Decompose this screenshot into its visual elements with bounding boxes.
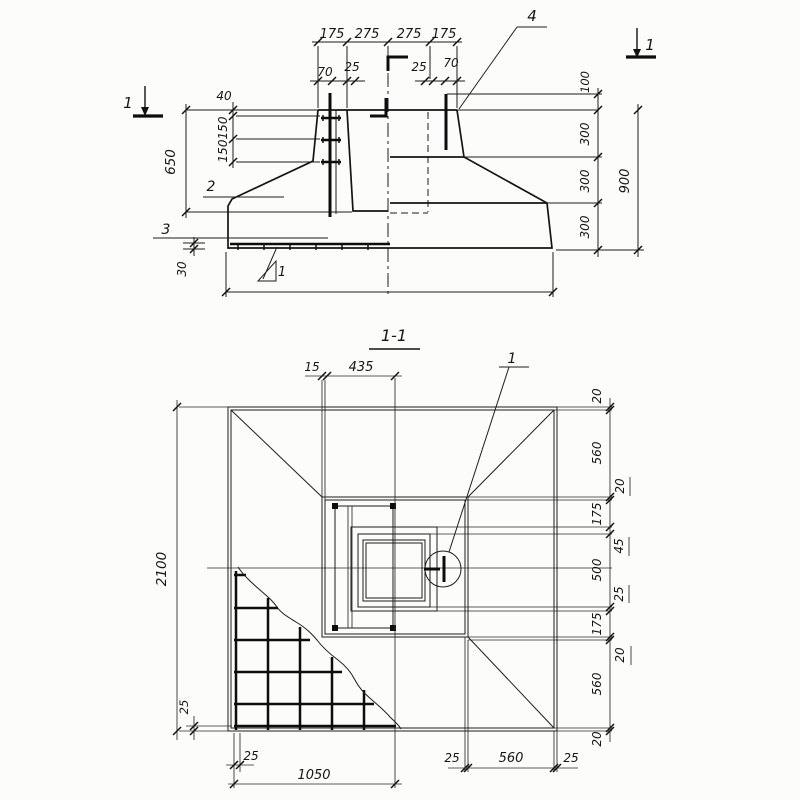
dim-1050: 1050 bbox=[297, 768, 330, 783]
foundation-outline bbox=[227, 109, 553, 249]
dim-275-left: 275 bbox=[355, 27, 380, 42]
plan-view: 1-1 bbox=[154, 326, 632, 789]
dim-25-right: 25 bbox=[411, 60, 426, 74]
bent-bar-mid bbox=[370, 98, 388, 118]
dim-25-b2: 25 bbox=[444, 751, 459, 765]
dim-150-b: 150 bbox=[216, 139, 230, 162]
dim-175-r2: 175 bbox=[590, 613, 604, 636]
rebar-items bbox=[230, 55, 448, 250]
dim-25-b3: 25 bbox=[563, 751, 578, 765]
dim-20-r3: 20 bbox=[613, 647, 627, 663]
bottom-mesh-grid bbox=[234, 571, 396, 730]
dim-900: 900 bbox=[618, 169, 633, 194]
dim-70-right: 70 bbox=[443, 56, 459, 70]
dim-25-r: 25 bbox=[612, 586, 626, 601]
dim-2100: 2100 bbox=[154, 552, 170, 586]
item4-label: 4 bbox=[527, 7, 537, 25]
section-mark-left-number: 1 bbox=[123, 94, 133, 112]
hidden-pocket-lines bbox=[390, 112, 429, 214]
dim-275-right: 275 bbox=[397, 27, 422, 42]
dim-650: 650 bbox=[163, 149, 179, 175]
dim-500-r: 500 bbox=[590, 558, 604, 581]
section-mark-right bbox=[626, 28, 656, 59]
upper-mesh-frame bbox=[332, 503, 396, 631]
plan-centerlines bbox=[207, 378, 612, 788]
plan-dim-ticks bbox=[172, 371, 615, 789]
section-mark-right-number: 1 bbox=[645, 36, 655, 54]
dim-40: 40 bbox=[216, 89, 232, 103]
bar-section-mark bbox=[390, 503, 396, 509]
dim-300-a: 300 bbox=[578, 122, 592, 145]
dim-20-r1: 20 bbox=[590, 388, 604, 404]
bar-section-mark bbox=[332, 503, 338, 509]
bent-bar-top bbox=[386, 55, 408, 71]
dim-100: 100 bbox=[578, 71, 592, 93]
dim-560-r1: 560 bbox=[590, 441, 604, 464]
dim-300-b: 300 bbox=[578, 169, 592, 192]
dim-25-left: 25 bbox=[344, 60, 359, 74]
plan-item1-label: 1 bbox=[508, 351, 517, 367]
dim-45-r: 45 bbox=[612, 538, 626, 553]
dim-300-c: 300 bbox=[578, 215, 592, 238]
small-dim-underlines bbox=[628, 477, 632, 665]
plan-title: 1-1 bbox=[381, 326, 407, 345]
bar-section-mark bbox=[390, 625, 396, 631]
detail-circle: 1 bbox=[424, 351, 529, 588]
elevation-extension-lines bbox=[183, 41, 644, 297]
item1-label: 1 bbox=[278, 265, 286, 280]
item2-label: 2 bbox=[207, 179, 216, 195]
dim-70-left: 70 bbox=[317, 65, 333, 79]
bar-section-mark bbox=[332, 625, 338, 631]
item-leaders bbox=[153, 26, 547, 282]
dim-20-r4: 20 bbox=[590, 731, 604, 747]
plan-dimensions: 15 435 2100 25 20 560 20 175 45 500 25 1… bbox=[154, 360, 627, 783]
plan-dim-lines bbox=[176, 375, 612, 788]
dim-175-left: 175 bbox=[320, 27, 345, 42]
break-wavy-line bbox=[237, 566, 402, 730]
item3-label: 3 bbox=[162, 222, 171, 238]
section-mark-left bbox=[133, 86, 163, 118]
dim-435: 435 bbox=[349, 360, 374, 375]
dim-25-left-plan: 25 bbox=[177, 700, 191, 715]
dim-560-b: 560 bbox=[499, 751, 524, 766]
dim-175-right: 175 bbox=[432, 27, 457, 42]
elevation-view: 175 275 275 175 70 25 25 70 40 150 150 6… bbox=[123, 7, 656, 297]
dim-25-b1: 25 bbox=[243, 749, 258, 763]
dim-175-r1: 175 bbox=[590, 503, 604, 526]
elevation-dim-ticks bbox=[181, 37, 643, 297]
elevation-dimensions: 175 275 275 175 70 25 25 70 40 150 150 6… bbox=[123, 7, 655, 280]
dim-560-r2: 560 bbox=[590, 672, 604, 695]
dim-30: 30 bbox=[175, 261, 189, 277]
dim-15: 15 bbox=[304, 360, 319, 374]
dim-20-r2: 20 bbox=[613, 478, 627, 494]
dim-150-a: 150 bbox=[216, 116, 230, 139]
